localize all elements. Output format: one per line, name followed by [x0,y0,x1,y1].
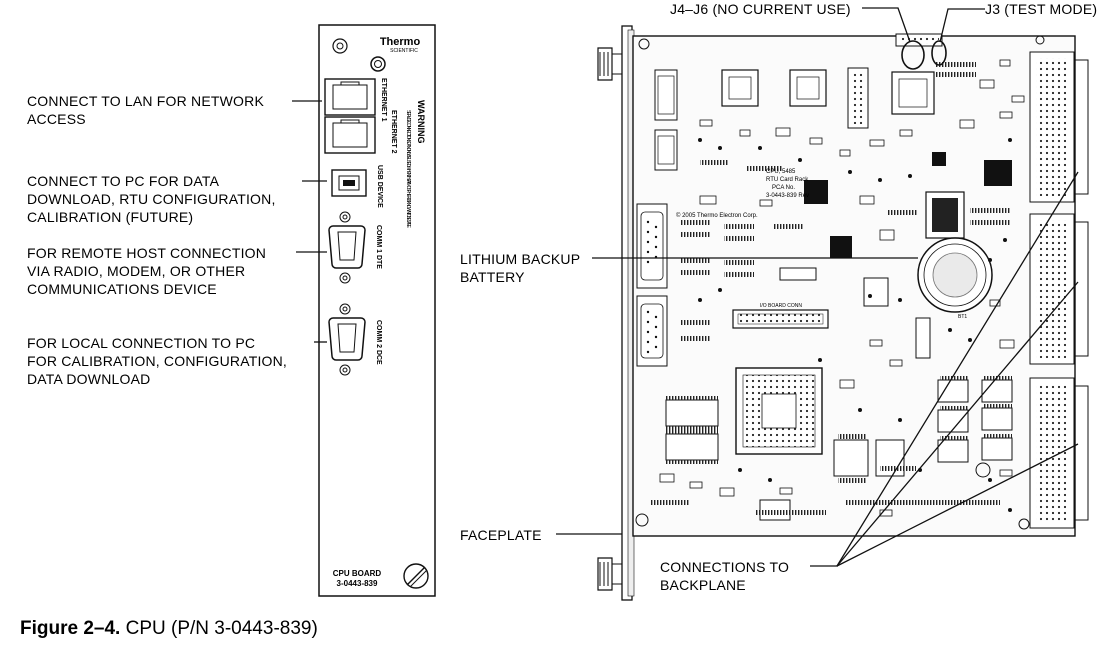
status-led-icon [370,56,386,72]
jumper-headers-j3-j6 [895,33,947,70]
callout-backplane: CONNECTIONS TO BACKPLANE [660,559,790,593]
cpu-board: BT1 I/O BOARD CONN [597,25,1089,601]
qfp-chip-2 [789,69,827,107]
bga-processor [735,367,823,455]
ethernet-port-2[interactable] [324,116,376,154]
backplane-connector-1 [1029,51,1089,203]
qfp-chip-3 [891,71,935,115]
lithium-battery: BT1 [917,237,993,320]
right-leader-lines [556,7,1079,567]
figure-number: Figure 2–4. [20,618,121,639]
ethernet-port-1[interactable] [324,78,376,116]
callout-battery: LITHIUM BACKUP BATTERY [460,251,581,285]
comm2-port[interactable] [328,303,366,376]
warning-title: WARNING [416,100,426,144]
board-silkscreen-1: CPU, 5485 [766,169,796,175]
qfp-chip-1 [721,69,759,107]
backplane-connector-2 [1029,213,1089,365]
ethernet1-label: ETHERNET 1 [380,78,387,122]
faceplate-panel: Thermo SCIENTIFIC ETHERNET 1 ETHERNET 2 … [318,24,436,597]
callout-faceplate: FACEPLATE [460,527,542,543]
board-pn-label: 3-0443-839 [337,579,378,588]
io-board-connector: I/O BOARD CONN [732,303,829,329]
callout-comm1: FOR REMOTE HOST CONNECTION VIA RADIO, MO… [27,245,267,297]
callout-lan: CONNECT TO LAN FOR NETWORK ACCESS [27,93,264,127]
figure-caption: Figure 2–4. CPU (P/N 3-0443-839) [20,618,318,640]
comm2-label: COMM 2 DCE [375,320,382,365]
top-screw-icon [332,38,348,54]
callout-j3: J3 (TEST MODE) [985,1,1098,17]
callout-usb: CONNECT TO PC FOR DATA DOWNLOAD, RTU CON… [27,173,276,225]
board-silkscreen-4: 3-0443-839 Rev [766,193,809,199]
board-silkscreen-3: PCA No. [772,185,795,191]
callout-comm2: FOR LOCAL CONNECTION TO PC FOR CALIBRATI… [27,335,288,387]
ethernet2-label: ETHERNET 2 [390,110,397,154]
comm1-port[interactable] [328,211,366,284]
left-leader-lines [292,100,327,343]
brand-subtext: SCIENTIFIC [390,48,418,54]
figure-title: CPU (P/N 3-0443-839) [120,618,318,639]
callout-j4-j6: J4–J6 (NO CURRENT USE) [670,1,851,17]
board-copyright: © 2005 Thermo Electron Corp. [676,212,758,219]
board-name-label: CPU BOARD [333,569,382,578]
io-conn-silkscreen: I/O BOARD CONN [760,303,802,309]
brand-logo-text: Thermo [380,36,421,48]
board-silkscreen-2: RTU Card Rack [766,177,809,183]
warning-text: SERVICE CONNECTIONS CAN ONLY BE USED WHE… [405,110,411,229]
battery-silkscreen: BT1 [958,314,967,320]
usb-label: USB DEVICE [376,165,383,208]
usb-device-port[interactable] [331,169,367,197]
thumb-screw-icon[interactable] [403,563,429,589]
comm1-label: COMM 1 DTE [375,225,382,269]
